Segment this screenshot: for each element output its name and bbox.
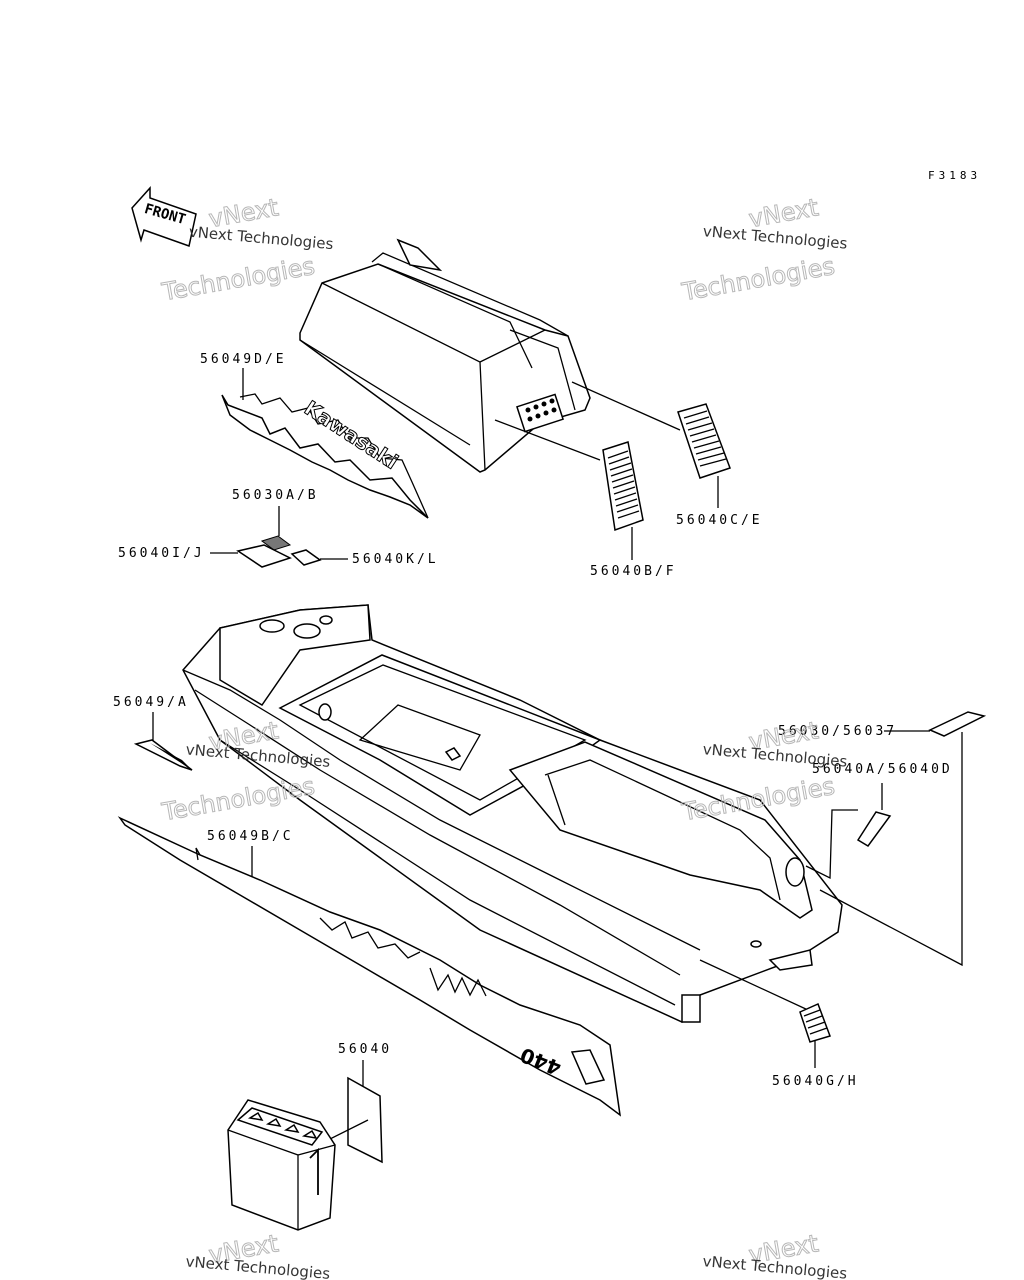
watermark-top-right: vNext Technologies vNext Technologies <box>679 193 849 307</box>
watermark-bottom-right: vNext vNext Technologies <box>702 1229 848 1280</box>
label-56040gh: 56040G/H <box>772 1074 859 1089</box>
front-arrow-icon: FRONT <box>131 186 197 247</box>
label-56040kl: 56040K/L <box>352 552 439 567</box>
foot-pad-56040gh <box>799 1002 831 1043</box>
label-56040bf: 56040B/F <box>590 564 677 579</box>
label-56030ab: 56030A/B <box>232 488 319 503</box>
svg-text:Technologies: Technologies <box>159 252 317 307</box>
label-56040ij: 56040I/J <box>118 546 205 561</box>
svg-text:Technologies: Technologies <box>159 772 317 827</box>
label-56030-56037: 56030/56037 <box>778 724 897 739</box>
label-56040ad: 56040A/56040D <box>812 762 953 777</box>
label-56049de: 56049D/E <box>200 352 287 367</box>
foot-pad-56040ce <box>677 403 731 479</box>
svg-text:vNext Technologies: vNext Technologies <box>188 223 334 254</box>
label-56040: 56040 <box>338 1042 392 1057</box>
engine-hood-drawing <box>299 238 591 473</box>
watermark-bottom-left: vNext vNext Technologies <box>185 1229 331 1280</box>
label-56049bc: 56049B/C <box>207 829 294 844</box>
battery-drawing <box>227 1099 336 1231</box>
label-56040ce: 56040C/E <box>676 513 763 528</box>
figure-code: F3183 <box>928 169 981 182</box>
foot-pad-56040bf <box>602 441 644 532</box>
hull-drawing <box>182 604 843 1023</box>
label-56049a: 56049/A <box>113 695 189 710</box>
svg-text:Technologies: Technologies <box>679 252 837 307</box>
